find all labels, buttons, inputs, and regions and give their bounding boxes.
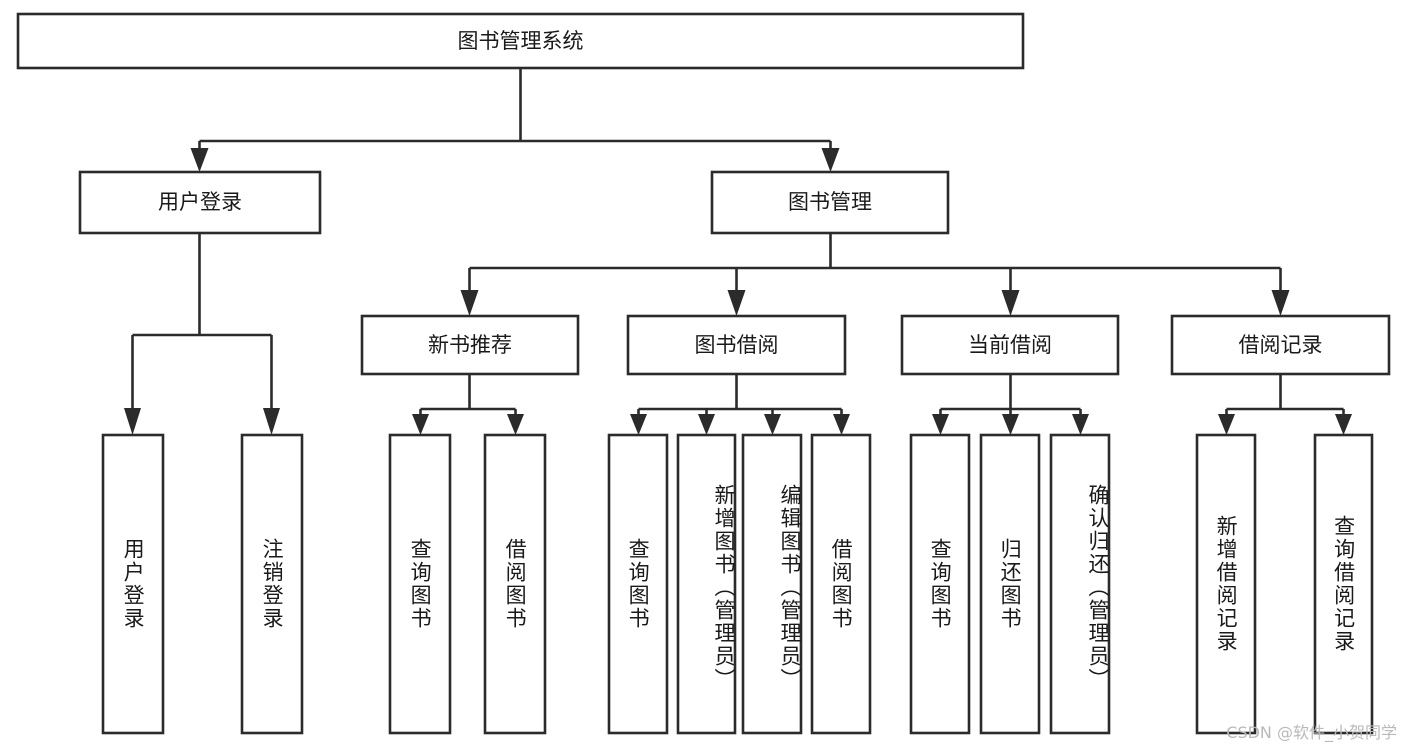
node-label-book-borrow: 图书借阅 bbox=[695, 333, 779, 357]
connector-group-user-login bbox=[124, 233, 280, 435]
arrow-head-new-book-recommend bbox=[460, 290, 479, 316]
node-box-book-manage[interactable] bbox=[710, 170, 950, 235]
node-box-leaf-logout[interactable] bbox=[240, 433, 304, 735]
arrow-head-leaf-return-book bbox=[1002, 414, 1019, 435]
node-label-root: 图书管理系统 bbox=[458, 29, 584, 53]
arrow-head-leaf-query-book-2 bbox=[630, 414, 647, 435]
arrow-head-leaf-query-book-1 bbox=[412, 414, 429, 435]
connector-group-book-borrow bbox=[630, 374, 850, 435]
node-label-new-book-recommend: 新书推荐 bbox=[428, 333, 512, 357]
watermark-text: CSDN @软件_小贺同学 bbox=[1226, 723, 1397, 742]
arrow-head-leaf-add-record bbox=[1218, 414, 1235, 435]
node-box-user-login[interactable] bbox=[78, 170, 322, 235]
node-box-leaf-confirm-return[interactable] bbox=[1049, 433, 1111, 735]
node-box-leaf-add-record[interactable] bbox=[1195, 433, 1257, 735]
connector-group-current-borrow bbox=[932, 374, 1089, 435]
arrow-head-book-manage bbox=[821, 148, 840, 172]
node-box-root[interactable] bbox=[16, 12, 1025, 70]
node-box-new-book-recommend[interactable] bbox=[360, 314, 580, 376]
arrow-head-leaf-edit-book bbox=[764, 414, 781, 435]
node-box-leaf-return-book[interactable] bbox=[979, 433, 1041, 735]
node-box-leaf-query-record[interactable] bbox=[1313, 433, 1374, 735]
arrow-head-current-borrow bbox=[1001, 290, 1020, 316]
node-box-leaf-query-book-1[interactable] bbox=[388, 433, 452, 735]
arrow-head-leaf-add-book bbox=[698, 414, 715, 435]
arrow-head-borrow-record bbox=[1271, 290, 1290, 316]
connector-group-new-book-recommend bbox=[412, 374, 524, 435]
node-label-borrow-record: 借阅记录 bbox=[1239, 333, 1323, 357]
node-box-leaf-borrow-book-2[interactable] bbox=[810, 433, 872, 735]
connector-group-book-manage bbox=[460, 233, 1290, 316]
connector-group-borrow-record bbox=[1218, 374, 1352, 435]
connector-group-root bbox=[190, 68, 840, 172]
arrow-head-leaf-logout bbox=[263, 408, 280, 435]
arrow-head-leaf-query-book-3 bbox=[932, 414, 949, 435]
arrow-head-book-borrow bbox=[727, 290, 746, 316]
node-box-leaf-query-book-2[interactable] bbox=[607, 433, 669, 735]
node-box-book-borrow[interactable] bbox=[626, 314, 847, 376]
node-box-leaf-user-login[interactable] bbox=[101, 433, 165, 735]
node-box-borrow-record[interactable] bbox=[1170, 314, 1391, 376]
arrow-head-leaf-borrow-book-1 bbox=[507, 414, 524, 435]
node-label-book-manage: 图书管理 bbox=[788, 190, 872, 214]
node-label-current-borrow: 当前借阅 bbox=[968, 333, 1052, 357]
node-box-leaf-query-book-3[interactable] bbox=[909, 433, 971, 735]
node-box-leaf-add-book[interactable] bbox=[676, 433, 737, 735]
node-box-current-borrow[interactable] bbox=[900, 314, 1120, 376]
node-box-leaf-edit-book[interactable] bbox=[741, 433, 803, 735]
node-label-user-login: 用户登录 bbox=[158, 190, 242, 214]
arrow-head-leaf-borrow-book-2 bbox=[833, 414, 850, 435]
arrow-head-user-login bbox=[190, 148, 209, 172]
node-box-leaf-borrow-book-1[interactable] bbox=[483, 433, 547, 735]
arrow-head-leaf-user-login bbox=[124, 408, 141, 435]
arrow-head-leaf-query-record bbox=[1335, 414, 1352, 435]
arrow-head-leaf-confirm-return bbox=[1072, 414, 1089, 435]
